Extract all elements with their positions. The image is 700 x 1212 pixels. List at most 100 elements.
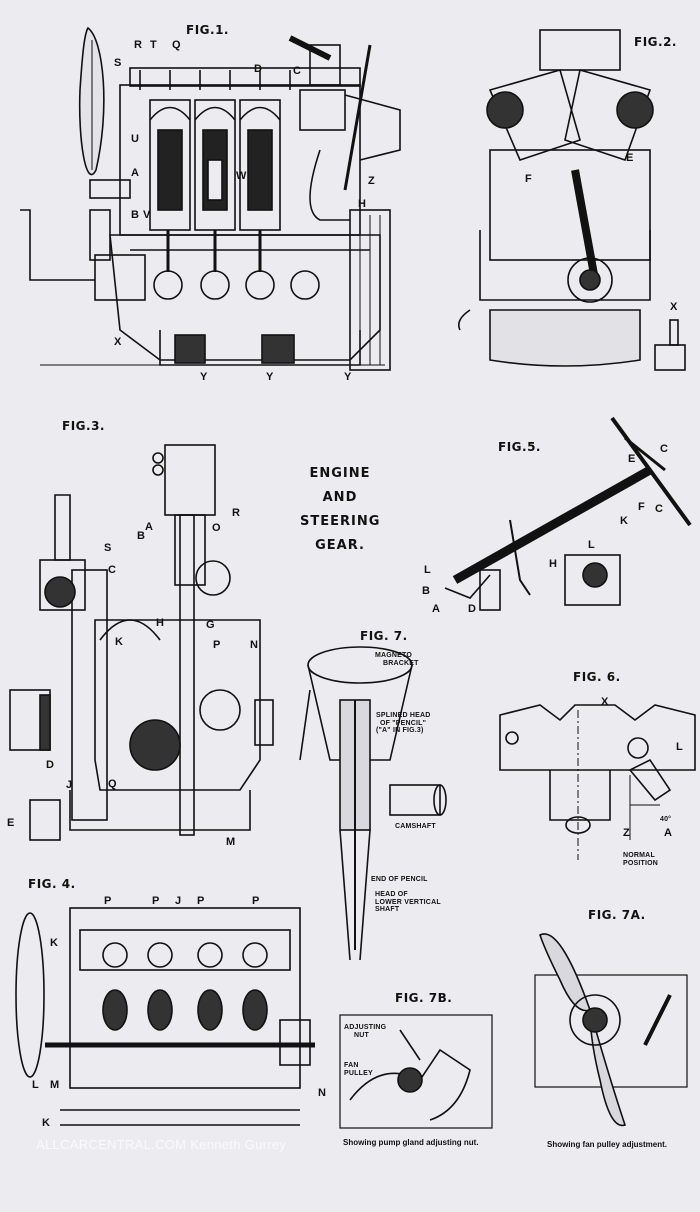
fig2-engine-cross-section	[457, 29, 686, 371]
fig7-head-lower-shaft-callout: HEAD OF LOWER VERTICAL SHAFT	[375, 891, 441, 914]
fig1-label: W	[236, 170, 247, 182]
fig4-label: K	[42, 1117, 50, 1129]
fig7-head-line-1: HEAD OF	[375, 891, 408, 898]
fig6-normal-position-note: NORMAL POSITION	[623, 852, 658, 867]
fig7b-caption: Showing pump gland adjusting nut.	[343, 1138, 479, 1147]
fig3-label: O	[212, 522, 221, 534]
fig1-label: X	[114, 336, 122, 348]
fig2-label: F	[525, 173, 532, 185]
fig7-head-line-3: SHAFT	[375, 906, 400, 914]
fig1-label: Q	[172, 39, 181, 51]
fig5-label: D	[468, 603, 476, 615]
fig3-engine-front	[9, 444, 274, 841]
fig4-label: P	[252, 895, 260, 907]
fig5-label: K	[620, 515, 628, 527]
fig4-label: J	[175, 895, 182, 907]
fig4-label: M	[50, 1079, 60, 1091]
fig4-label: P	[152, 895, 160, 907]
fig1-label: A	[131, 167, 139, 179]
fig3-label: R	[232, 507, 240, 519]
fig7-magneto-line-2: BRACKET	[383, 659, 419, 667]
fig5-label: B	[422, 585, 430, 597]
fig7b-panel	[339, 1014, 493, 1129]
fig3-label: D	[46, 759, 54, 771]
fig3-label: K	[115, 636, 123, 648]
fig7b-adjusting-nut-callout: ADJUSTING NUT	[344, 1024, 386, 1039]
fig7-splined-line-1: SPLINED HEAD	[376, 712, 431, 719]
fig1-title: FIG.1.	[186, 23, 229, 37]
fig1-engine-section	[20, 26, 401, 371]
fig1-label: D	[254, 63, 262, 75]
title-line-1: ENGINE	[309, 466, 371, 481]
fig7-splined-line-3: ("A" IN FIG.3)	[376, 727, 424, 735]
fig4-label: P	[197, 895, 205, 907]
fig5-label: L	[588, 539, 595, 551]
fig7b-adjusting-line-1: ADJUSTING	[344, 1024, 387, 1031]
fig7-head-line-2: LOWER VERTICAL	[375, 898, 441, 906]
fig3-label: S	[104, 542, 112, 554]
fig5-steering-column	[444, 416, 692, 611]
fig7a-title: FIG. 7A.	[588, 908, 646, 922]
fig3-label: Q	[108, 778, 117, 790]
fig5-label: F	[638, 501, 645, 513]
fig1-label: T	[150, 39, 157, 51]
fig7a-caption: Showing fan pulley adjustment.	[547, 1140, 668, 1149]
fig6-angle-label: 40°	[660, 816, 672, 823]
watermark: ALLCARCENTRAL.COM Kenneth Gurrey	[36, 1137, 287, 1152]
fig3-title: FIG.3.	[62, 419, 105, 433]
fig7-magneto-line-1: MAGNETO	[375, 652, 413, 659]
fig6-note-line-2: POSITION	[623, 859, 659, 867]
fig7-end-of-pencil-callout: END OF PENCIL	[371, 876, 428, 883]
fig2-label: E	[626, 152, 634, 164]
fig1-label: U	[131, 133, 139, 145]
fig7-title: FIG. 7.	[360, 629, 408, 643]
main-title: ENGINE AND STEERING GEAR.	[300, 462, 380, 558]
fig4-label: P	[104, 895, 112, 907]
fig2-label: X	[670, 301, 678, 313]
fig6-timing-view	[499, 704, 696, 860]
fig7a-panel	[534, 933, 688, 1127]
fig4-label: K	[50, 937, 58, 949]
fig3-label: J	[66, 779, 73, 791]
fig3-label: H	[156, 617, 164, 629]
fig6-label: Z	[623, 827, 630, 839]
fig1-label: Y	[266, 371, 274, 383]
fig6-note-line-1: NORMAL	[623, 852, 655, 859]
fig3-label: C	[108, 564, 116, 576]
fig1-label: V	[143, 209, 151, 221]
title-line-2: AND	[322, 490, 358, 505]
fig5-label: C	[655, 503, 663, 515]
fig6-label: X	[601, 696, 609, 708]
fig4-label: N	[318, 1087, 326, 1099]
fig4-label: L	[32, 1079, 39, 1091]
fig7b-fan-line-2: PULLEY	[344, 1069, 373, 1077]
fig7-splined-line-2: OF "PENCIL"	[380, 719, 427, 727]
fig7-camshaft-callout: CAMSHAFT	[395, 823, 436, 830]
fig3-label: B	[137, 530, 145, 542]
fig1-label: S	[114, 57, 122, 69]
fig5-label: A	[432, 603, 440, 615]
fig5-label: L	[424, 564, 431, 576]
fig6-title: FIG. 6.	[573, 670, 621, 684]
fig7b-fan-pulley-callout: FAN PULLEY	[344, 1062, 373, 1077]
fig2-title: FIG.2.	[634, 35, 677, 49]
fig5-label: H	[549, 558, 557, 570]
fig1-label: B	[131, 209, 139, 221]
fig3-label: M	[226, 836, 236, 848]
fig7b-adjusting-line-2: NUT	[354, 1031, 369, 1039]
fig6-label: L	[676, 741, 683, 753]
fig1-label: H	[358, 198, 366, 210]
fig3-label: N	[250, 639, 258, 651]
fig6-label: A	[664, 827, 672, 839]
fig3-label: P	[213, 639, 221, 651]
fig7-magneto-bracket	[299, 646, 447, 961]
fig3-label: A	[145, 521, 153, 533]
fig7b-title: FIG. 7B.	[395, 991, 453, 1005]
fig7-magneto-bracket-callout: MAGNETO BRACKET	[375, 652, 419, 667]
title-line-3: STEERING	[300, 514, 381, 529]
fig1-label: Y	[200, 371, 208, 383]
fig5-label: E	[628, 453, 636, 465]
fig7b-fan-line-1: FAN	[344, 1062, 359, 1069]
